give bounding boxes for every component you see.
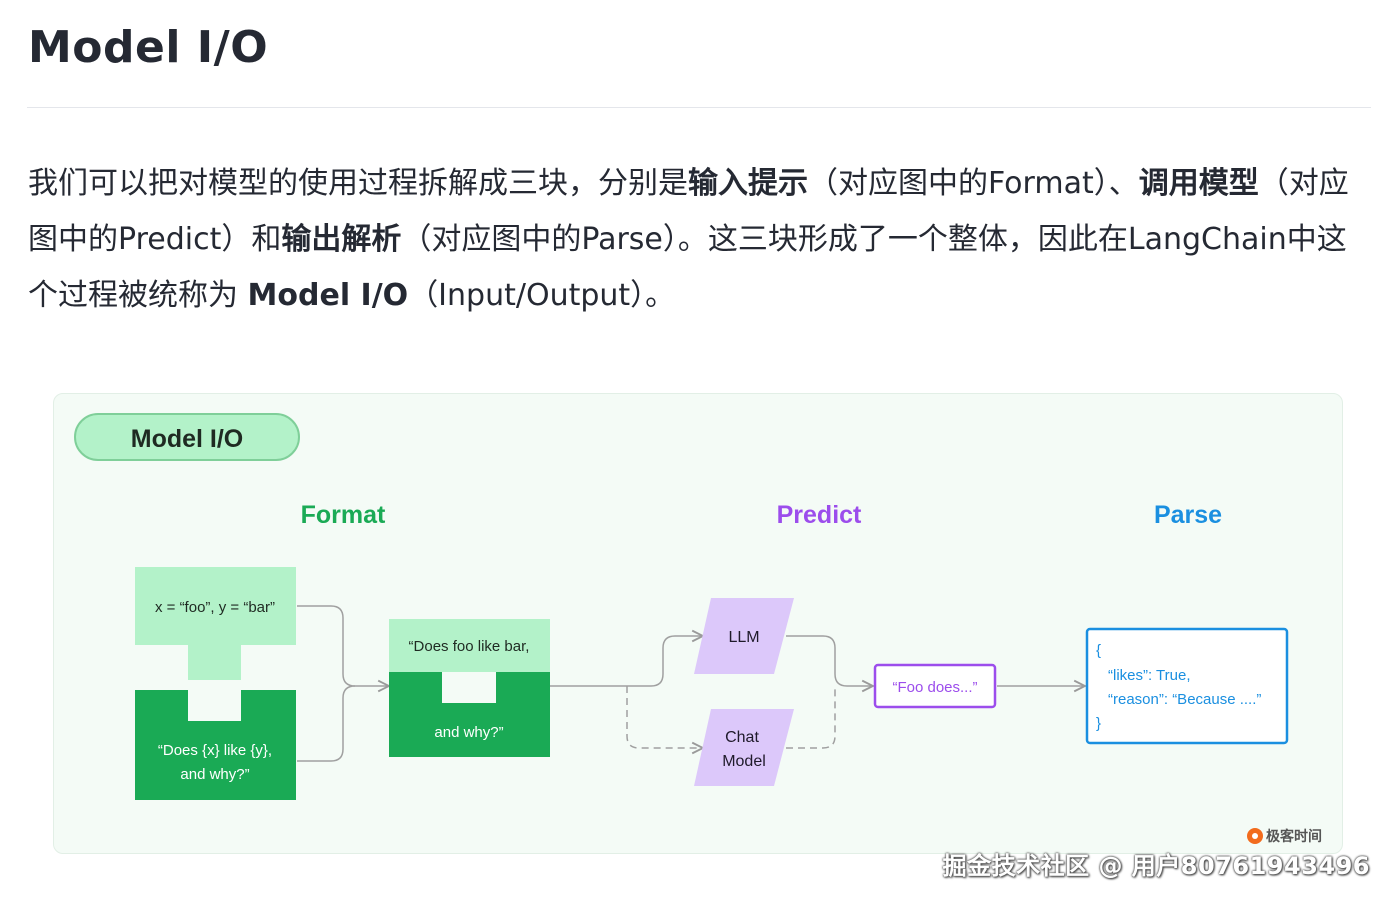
connector-variables-to-result (297, 605, 389, 686)
intro-text-4: （对应图中的Parse）。这三块形成了一个整体，因此在LangChain中这个过… (28, 222, 1347, 313)
prompt-template-line-2: and why?” (180, 766, 249, 783)
juejin-watermark: 掘金技术社区 @ 用户80761943496 (942, 852, 1370, 880)
connector-result-to-chat-model (626, 686, 703, 748)
geektime-brand: 极客时间 (1247, 825, 1322, 847)
connector-chat-model-to-output (786, 686, 836, 749)
intro-text-5: （Input/Output）。 (408, 278, 676, 313)
intro-bold-input-prompt: 输入提示 (688, 166, 808, 201)
geektime-logo-icon (1247, 828, 1263, 844)
model-output-label: “Foo does...” (892, 679, 977, 696)
variables-label: x = “foo”, y = “bar” (155, 599, 275, 616)
model-io-badge-label: Model I/O (131, 425, 244, 453)
chat-model-node (694, 709, 794, 786)
intro-text-3: （对应图中的Predict）和 (28, 166, 1349, 257)
stage-title-predict: Predict (777, 501, 862, 529)
llm-label: LLM (728, 629, 759, 646)
formatted-prompt-line-1: “Does foo like bar, (409, 638, 530, 655)
parsed-output-line-1: “likes”: True, (1108, 667, 1191, 684)
intro-paragraph: 我们可以把对模型的使用过程拆解成三块，分别是输入提示（对应图中的Format）、… (28, 156, 1368, 324)
formatted-prompt-top (389, 619, 550, 672)
prompt-template-block (135, 690, 296, 800)
parsed-output-line-2: “reason”: “Because ....” (1108, 691, 1261, 708)
model-io-diagram: Model I/O Format Predict Parse x = “foo”… (74, 413, 1289, 800)
intro-text-2: （对应图中的Format）、 (808, 166, 1139, 201)
intro-bold-call-model: 调用模型 (1138, 166, 1259, 201)
formatted-prompt-line-2: and why?” (434, 724, 503, 741)
chat-model-line-1: Chat (725, 729, 759, 746)
parsed-output-close-brace: } (1096, 715, 1101, 732)
model-output-node (873, 663, 997, 709)
llm-node (694, 598, 794, 674)
connector-llm-to-output (786, 635, 873, 686)
chat-model-line-2: Model (722, 753, 766, 770)
model-io-badge (74, 413, 300, 461)
connector-template-to-result (297, 685, 356, 762)
page-title: Model I/O (28, 22, 269, 73)
geektime-brand-label: 极客时间 (1266, 829, 1322, 845)
parsed-output-node (1085, 627, 1289, 745)
stage-title-parse: Parse (1154, 501, 1222, 529)
title-divider (27, 107, 1371, 108)
prompt-template-line-1: “Does {x} like {y}, (158, 742, 272, 759)
stage-title-format: Format (301, 501, 386, 529)
intro-text-1: 我们可以把对模型的使用过程拆解成三块，分别是 (28, 166, 688, 201)
variables-block (135, 567, 296, 680)
intro-bold-model-io: Model I/O (247, 278, 409, 313)
formatted-prompt-bottom (389, 672, 550, 757)
connector-result-to-llm (550, 636, 703, 687)
parsed-output-open-brace: { (1096, 642, 1101, 659)
intro-bold-output-parse: 输出解析 (281, 222, 402, 257)
